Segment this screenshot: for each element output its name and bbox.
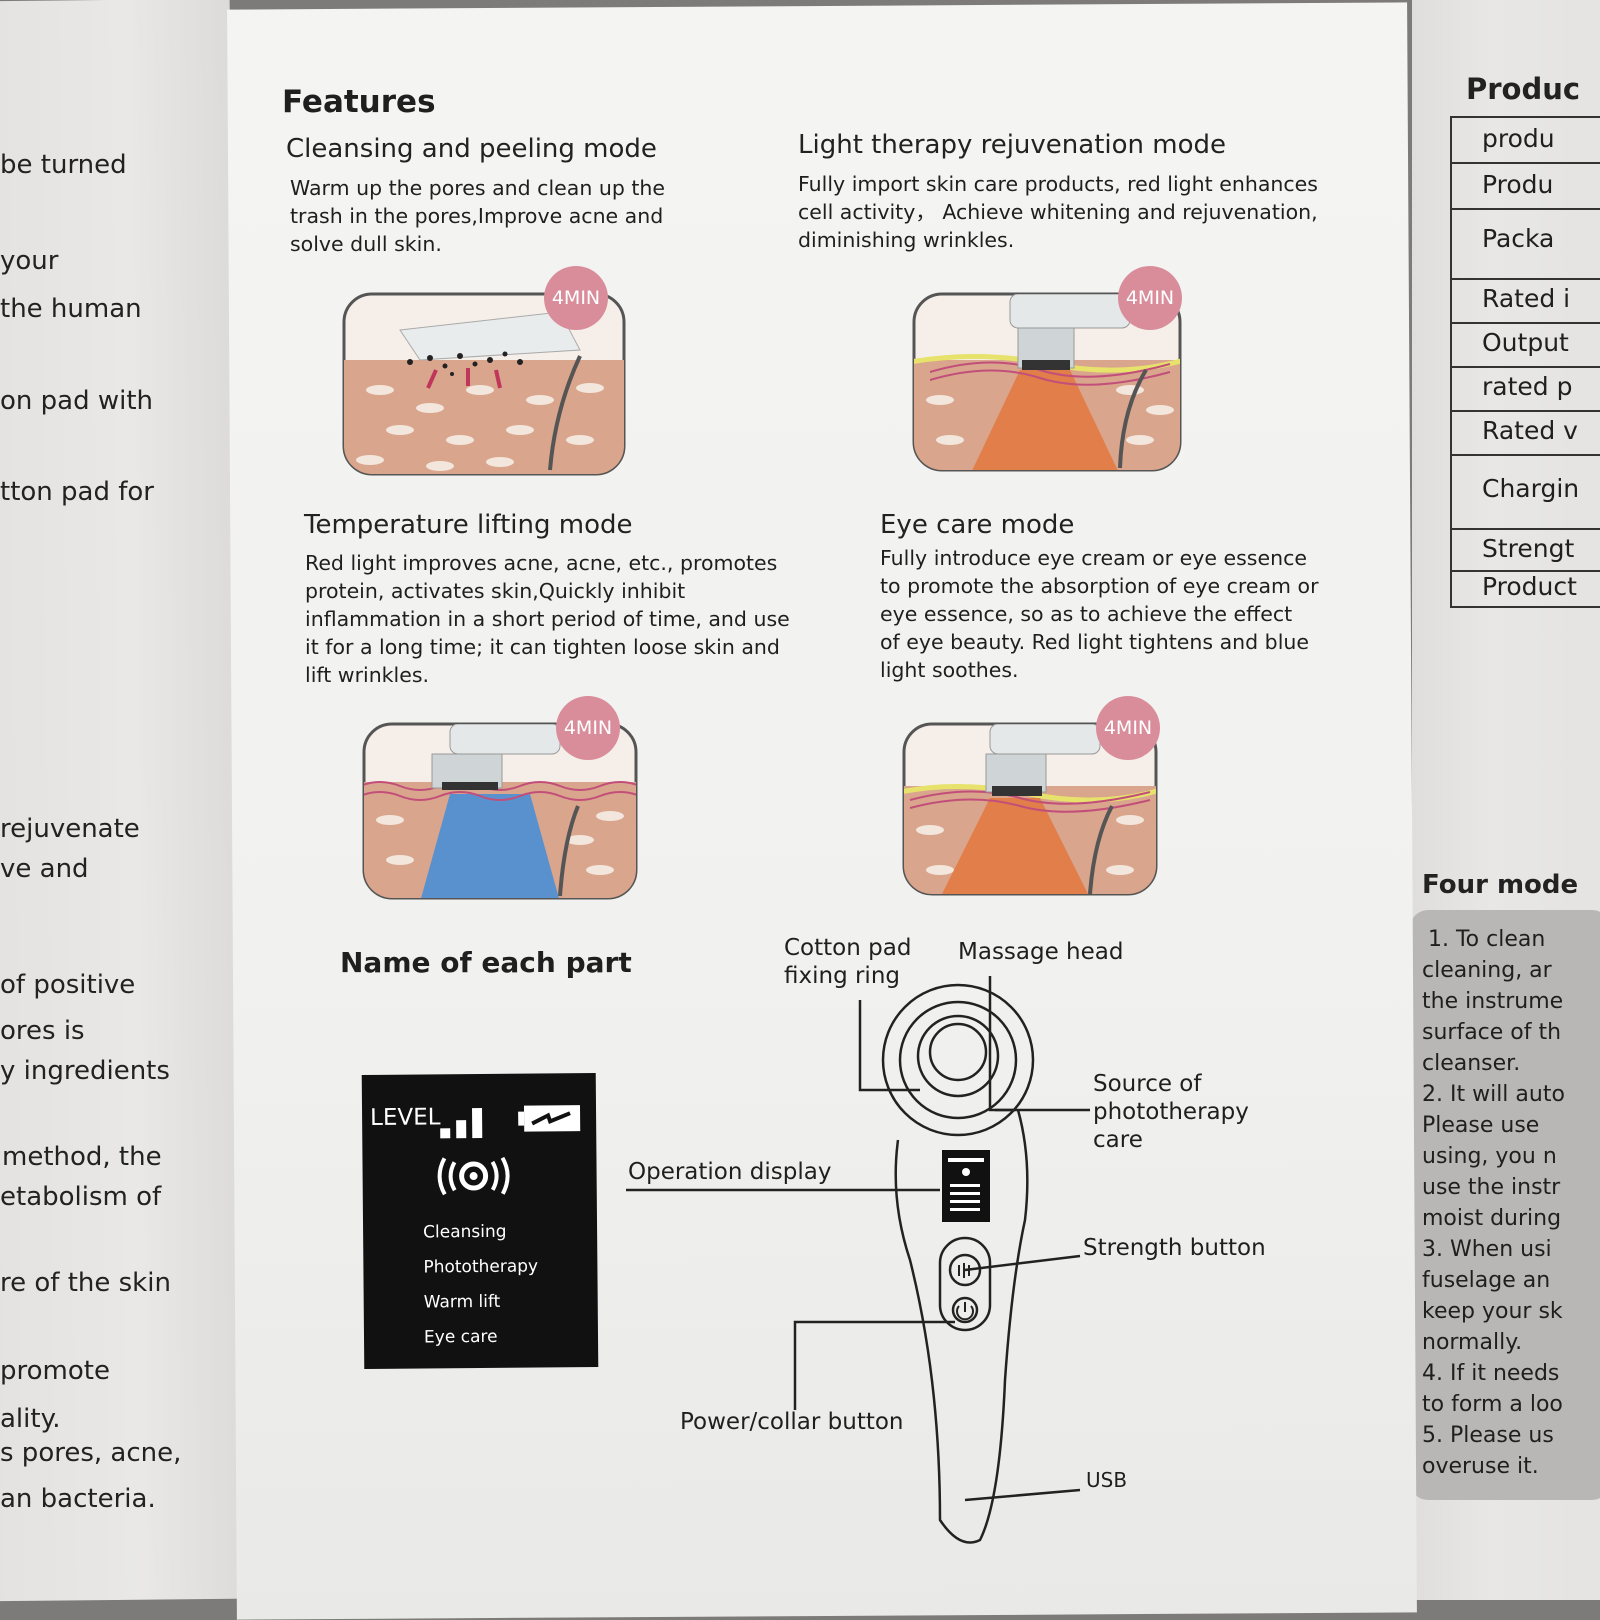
vibration-icon <box>428 1154 518 1199</box>
list-item: normally. <box>1422 1330 1523 1355</box>
list-item: surface of th <box>1422 1020 1562 1045</box>
operation-display-panel: LEVEL Cleansing Phototherapy Warm lift E… <box>361 1072 599 1370</box>
display-mode-item: Cleansing <box>423 1221 507 1243</box>
table-row: rated p <box>1452 368 1600 412</box>
left-line: on pad with <box>0 386 154 416</box>
list-item: keep your sk <box>1422 1299 1563 1324</box>
temperature-lifting-illustration: 4MIN <box>360 696 640 902</box>
phototherapy-label: Source of phototherapy care <box>1093 1071 1249 1153</box>
instructions-box <box>1410 910 1600 1500</box>
mode-description: Warm up the pores and clean up the trash… <box>290 176 665 256</box>
table-row: Chargin <box>1452 456 1600 530</box>
left-line: an bacteria. <box>0 1484 156 1514</box>
eye-care-illustration: 4MIN <box>900 696 1160 898</box>
features-heading: Features <box>282 84 436 120</box>
mode-title: Light therapy rejuvenation mode <box>798 130 1227 160</box>
device-diagram: Cotton pad fixing ring Massage head Sour… <box>620 935 1280 1560</box>
parts-heading: Name of each part <box>340 946 632 979</box>
duration-badge: 4MIN <box>544 266 608 330</box>
duration-badge: 4MIN <box>1096 696 1160 760</box>
duration-badge: 4MIN <box>556 696 620 760</box>
four-modes-heading: Four mode <box>1422 870 1579 900</box>
right-panel-title: Produc <box>1466 72 1581 106</box>
list-item: Please use <box>1422 1113 1540 1138</box>
list-item: 3. When usi <box>1422 1237 1552 1262</box>
left-line: of positive <box>0 970 136 1000</box>
left-line: s pores, acne, <box>0 1438 182 1468</box>
list-item: moist during <box>1422 1206 1562 1231</box>
mode-description: Red light improves acne, acne, etc., pro… <box>305 551 790 687</box>
list-item: the instrume <box>1422 989 1564 1014</box>
list-item: use the instr <box>1422 1175 1561 1200</box>
massage-head-label: Massage head <box>958 939 1124 965</box>
mode-description: Fully introduce eye cream or eye essence… <box>880 546 1319 682</box>
list-item: cleaning, ar <box>1422 958 1552 983</box>
left-line: promote <box>0 1356 110 1386</box>
table-row: produ <box>1452 118 1600 164</box>
left-line: method, the <box>2 1142 162 1172</box>
duration-badge: 4MIN <box>1118 266 1182 330</box>
table-row: Rated v <box>1452 412 1600 456</box>
instructions-list: 1. To clean cleaning, ar the instrume su… <box>1422 924 1600 1504</box>
mode-title: Temperature lifting mode <box>304 510 633 540</box>
left-line: ores is <box>0 1016 85 1046</box>
left-line: be turned <box>0 150 127 180</box>
mode-description: Fully import skin care products, red lig… <box>798 172 1318 252</box>
list-item: cleanser. <box>1422 1051 1521 1076</box>
strength-button-label: Strength button <box>1083 1235 1266 1261</box>
list-item: 2. It will auto <box>1422 1082 1565 1107</box>
light-therapy-illustration: 4MIN <box>910 266 1185 475</box>
display-mode-item: Phototherapy <box>423 1256 539 1278</box>
table-row: Produ <box>1452 164 1600 210</box>
table-row: Product <box>1452 572 1600 608</box>
display-mode-item: Eye care <box>423 1326 498 1348</box>
mode-title: Cleansing and peeling mode <box>286 134 657 164</box>
list-item: 1. To clean <box>1428 927 1546 952</box>
left-line: re of the skin <box>0 1268 171 1298</box>
list-item: 5. Please us <box>1422 1423 1554 1448</box>
left-line: ve and <box>0 854 89 884</box>
power-button-label: Power/collar button <box>680 1409 904 1435</box>
list-item: fuselage an <box>1422 1268 1551 1293</box>
left-panel-text: be turned your the human on pad with tto… <box>0 0 240 1600</box>
list-item: overuse it. <box>1422 1454 1539 1479</box>
level-label: LEVEL <box>369 1104 441 1131</box>
table-row: Strengt <box>1452 530 1600 572</box>
spec-table: produ Produ Packa Rated i Output rated p… <box>1450 116 1600 608</box>
left-line: tton pad for <box>0 477 154 507</box>
left-line: etabolism of <box>0 1182 162 1212</box>
usb-label: USB <box>1086 1468 1128 1492</box>
table-row: Packa <box>1452 210 1600 280</box>
left-line: y ingredients <box>0 1056 170 1086</box>
left-line: the human <box>0 294 142 324</box>
table-row: Rated i <box>1452 280 1600 324</box>
display-mode-item: Warm lift <box>423 1291 501 1313</box>
table-row: Output <box>1452 324 1600 368</box>
list-item: using, you n <box>1422 1144 1557 1169</box>
mode-title: Eye care mode <box>880 510 1075 540</box>
signal-bars-icon <box>440 1107 500 1139</box>
battery-charging-icon <box>518 1103 582 1134</box>
cleansing-illustration: 4MIN <box>340 266 630 480</box>
left-line: rejuvenate <box>0 814 140 844</box>
list-item: to form a loo <box>1422 1392 1563 1417</box>
cotton-pad-label: Cotton pad fixing ring <box>784 935 912 989</box>
left-line: your <box>0 246 59 276</box>
operation-display-label: Operation display <box>628 1159 832 1185</box>
left-line: ality. <box>0 1404 61 1434</box>
list-item: 4. If it needs <box>1422 1361 1560 1386</box>
